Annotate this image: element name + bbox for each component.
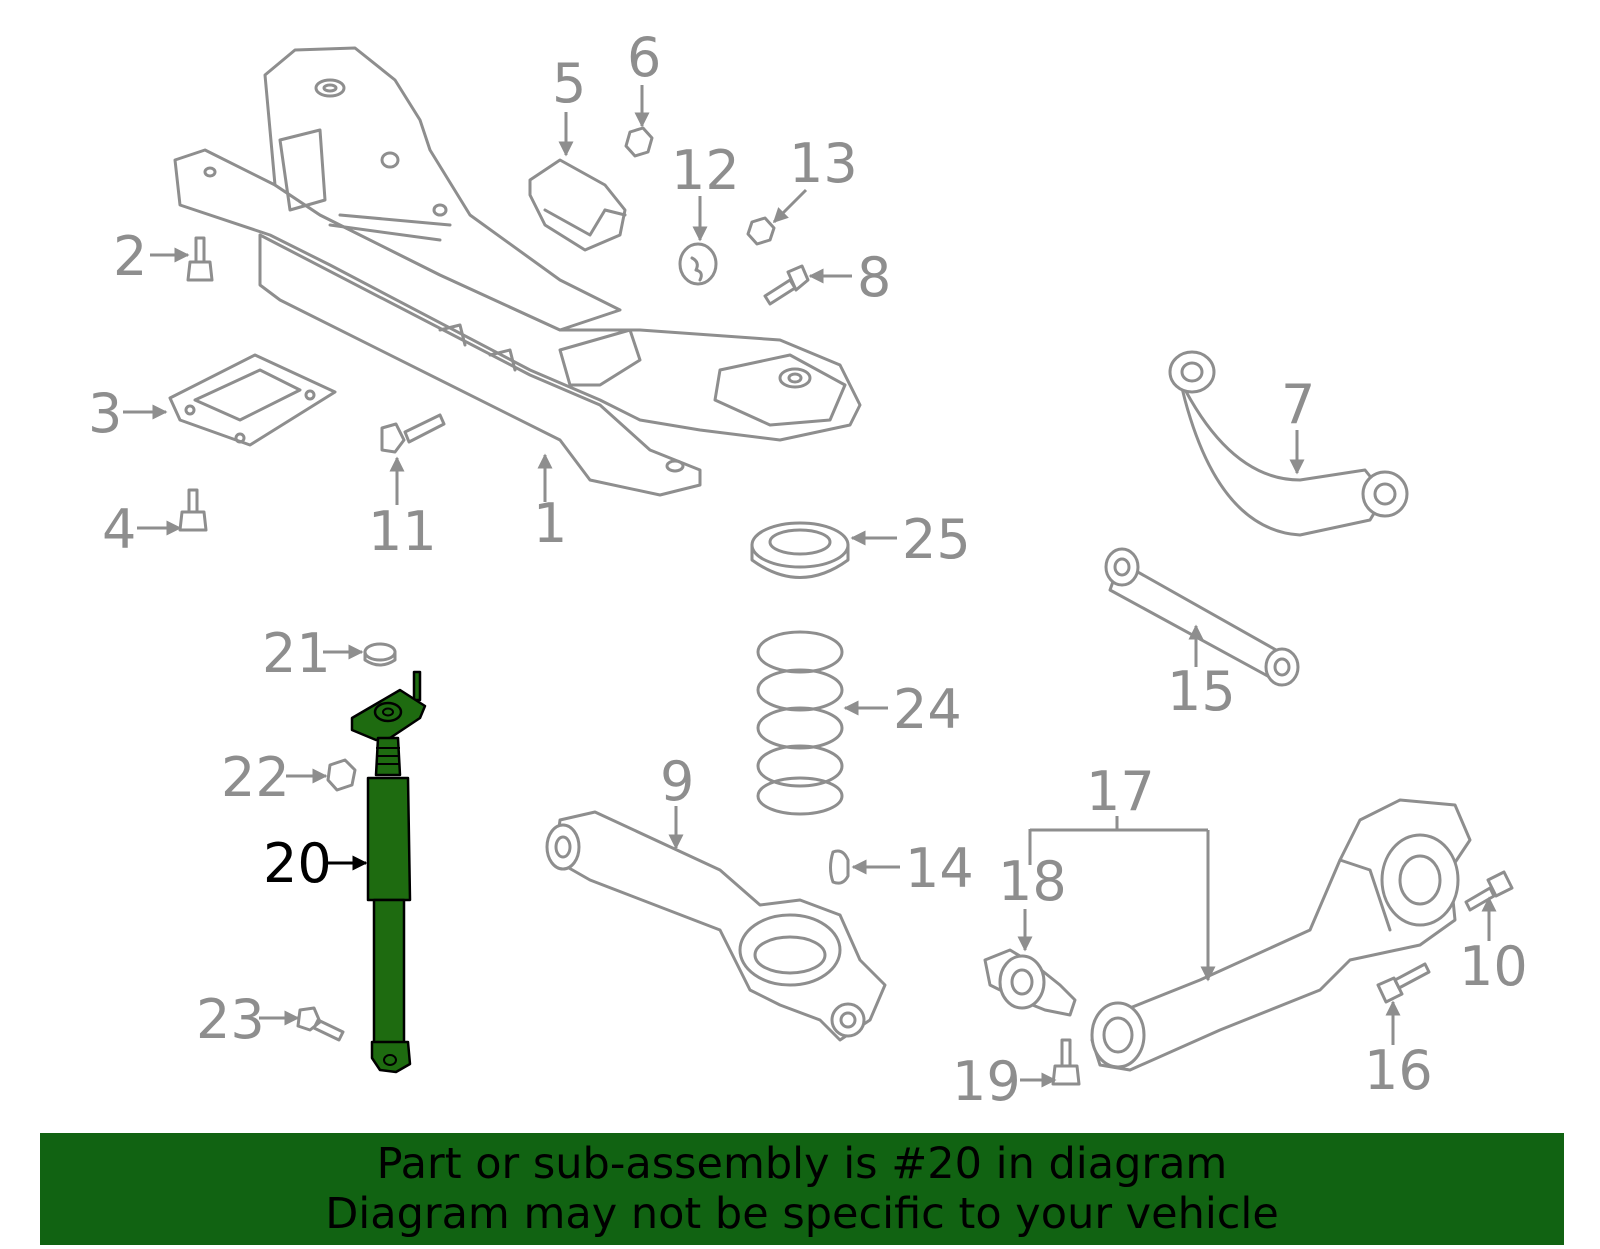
part-18-bushing (983, 948, 1077, 1017)
caption-line-1: Part or sub-assembly is #20 in diagram (376, 1139, 1228, 1189)
callout-24: 24 (893, 678, 962, 741)
part-3-bracket (168, 353, 337, 447)
part-12-plug (678, 242, 718, 286)
callout-23: 23 (196, 988, 265, 1051)
callout-11: 11 (368, 500, 437, 563)
part-15-link (1104, 547, 1300, 687)
part-21-bumper (363, 642, 397, 667)
callout-12: 12 (671, 139, 740, 202)
callout-1: 1 (533, 492, 567, 555)
part-11-bolt (380, 413, 446, 454)
part-10-bolt (1464, 870, 1514, 912)
callout-19: 19 (952, 1050, 1021, 1113)
callout-13: 13 (789, 132, 858, 195)
part-23-bolt (296, 1006, 345, 1042)
callout-25: 25 (902, 508, 971, 571)
part-6-nut (624, 126, 654, 158)
callout-10: 10 (1459, 935, 1528, 998)
part-4-bolt (178, 488, 208, 532)
caption-banner: Part or sub-assembly is #20 in diagram D… (40, 1133, 1564, 1245)
callout-16: 16 (1364, 1039, 1433, 1102)
part-9-lower-arm (545, 810, 887, 1042)
part-22-nut (326, 758, 357, 792)
caption-line-2: Diagram may not be specific to your vehi… (325, 1189, 1279, 1239)
callout-15: 15 (1167, 660, 1236, 723)
leader-arrows (123, 85, 1497, 1088)
callout-17: 17 (1086, 760, 1155, 823)
arrow-13 (772, 188, 808, 224)
callout-21: 21 (262, 622, 331, 685)
bracket-17 (1028, 816, 1208, 832)
part-7-upper-arm (1168, 350, 1409, 537)
part-2-bolt (186, 236, 214, 282)
callout-9: 9 (660, 750, 694, 813)
part-25-spring-seat (750, 521, 850, 579)
callout-2: 2 (113, 225, 147, 288)
callout-5: 5 (552, 52, 586, 115)
part-5-module (528, 158, 627, 252)
callout-4: 4 (102, 498, 136, 561)
callout-14: 14 (905, 837, 974, 900)
part-16-bolt (1376, 962, 1431, 1004)
callout-18: 18 (998, 850, 1067, 913)
part-24-coil-spring (756, 630, 844, 816)
part-13-nut (746, 216, 776, 246)
part-14-clip (829, 849, 850, 885)
part-1-subframe (173, 46, 862, 497)
part-17-trailing-arm (1090, 798, 1472, 1072)
callout-22: 22 (221, 746, 290, 809)
callout-3: 3 (88, 382, 122, 445)
callout-7: 7 (1281, 373, 1315, 436)
part-19-bolt (1051, 1038, 1081, 1086)
callout-numbers: 1 2 3 4 5 6 7 8 9 10 11 12 13 14 15 16 1… (88, 26, 1528, 1113)
part-8-bolt (763, 264, 810, 306)
part-20-shock-absorber (350, 670, 427, 1074)
callout-20: 20 (263, 832, 332, 895)
callout-6: 6 (627, 26, 661, 89)
callout-8: 8 (857, 246, 891, 309)
